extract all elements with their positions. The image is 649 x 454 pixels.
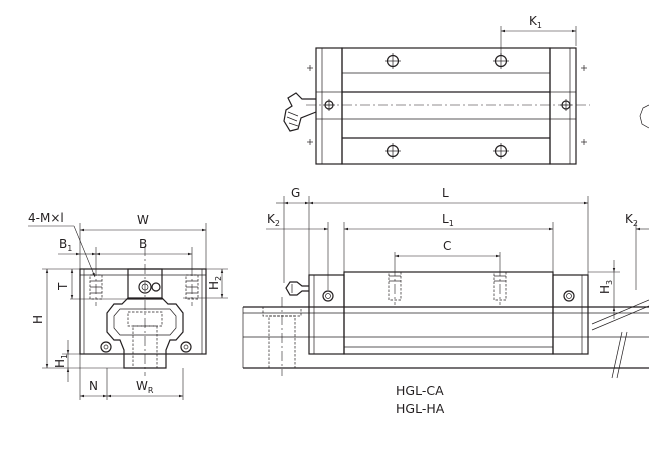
end-view-rail-profile — [106, 297, 184, 369]
rail — [242, 297, 649, 379]
dimension-H3: H3 — [588, 260, 620, 319]
dimension-H1: H1 — [53, 340, 70, 382]
svg-text:H1: H1 — [53, 354, 69, 368]
dimension-C: C — [395, 239, 500, 258]
model-caption: HGL-CA HGL-HA — [396, 383, 445, 416]
grease-nipple-top-view — [283, 92, 317, 132]
dimension-N: N — [80, 379, 107, 398]
dimension-WR: WR — [107, 379, 183, 398]
dimension-L1: L1 — [344, 212, 553, 231]
dimension-H2: H2 — [207, 269, 224, 298]
svg-text:H: H — [31, 315, 45, 324]
dimension-B: B — [96, 237, 192, 256]
dimension-G: G — [276, 186, 309, 205]
side-view: H3 G L K2 L1 — [242, 186, 649, 379]
caption-hgl-ca: HGL-CA — [396, 383, 444, 398]
svg-text:K2: K2 — [625, 212, 638, 228]
svg-text:N: N — [89, 379, 98, 393]
dimension-W: W — [80, 213, 206, 232]
dimension-T: T — [56, 269, 128, 300]
svg-text:B: B — [139, 237, 147, 251]
adjacent-view-fragment — [639, 104, 649, 129]
dimension-H: H — [31, 269, 49, 368]
dimension-K2-left: K2 — [266, 212, 328, 231]
top-view-end-cap-right — [549, 47, 577, 165]
svg-text:H3: H3 — [598, 280, 614, 294]
svg-text:C: C — [443, 239, 451, 253]
dimension-B1: B1 — [58, 237, 96, 256]
svg-text:H2: H2 — [207, 276, 223, 290]
svg-text:K2: K2 — [267, 212, 280, 228]
grease-nipple-side-view — [285, 281, 309, 296]
svg-text:L1: L1 — [442, 212, 454, 228]
dimension-L: L — [309, 186, 588, 205]
bolt-spec-leader: 4-M×l — [28, 211, 96, 278]
svg-text:4-M×l: 4-M×l — [28, 211, 64, 225]
dimension-K2-right: K2 — [625, 212, 649, 231]
dimension-K1: K1 — [500, 14, 577, 55]
svg-text:B1: B1 — [59, 237, 72, 253]
end-view-screws — [89, 274, 199, 353]
top-view-block-body — [341, 47, 551, 165]
top-view-mounting-holes — [385, 53, 509, 159]
caption-hgl-ha: HGL-HA — [396, 401, 445, 416]
svg-text:WR: WR — [136, 379, 154, 395]
side-view-block-body — [343, 271, 554, 355]
svg-text:G: G — [291, 186, 300, 200]
svg-text:L: L — [442, 186, 449, 200]
end-view: W B1 B 4-M×l T H — [28, 211, 228, 400]
svg-text:W: W — [137, 213, 149, 227]
hidden-screw-holes — [388, 266, 507, 305]
side-view-end-cap-right — [552, 274, 589, 355]
svg-text:T: T — [56, 282, 70, 291]
top-view: K1 — [283, 14, 649, 165]
svg-text:K1: K1 — [529, 14, 542, 30]
